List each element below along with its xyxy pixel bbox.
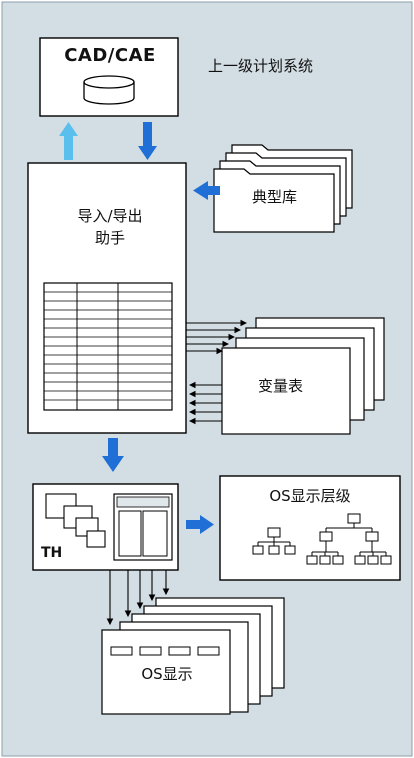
arrow-helper-to-th bbox=[102, 438, 124, 472]
cad-cae-box bbox=[39, 37, 179, 117]
library-label: 典型库 bbox=[252, 188, 298, 206]
os-levels-label: OS显示层级 bbox=[269, 487, 351, 505]
os-display-levels-box bbox=[219, 475, 401, 581]
database-icon bbox=[83, 75, 135, 105]
th-label: TH bbox=[41, 545, 63, 561]
import-export-helper-label: 导入/导出 助手 bbox=[40, 206, 180, 250]
arrow-up-to-cad bbox=[59, 122, 78, 160]
arrow-library-to-helper bbox=[193, 181, 220, 200]
os-display-stack bbox=[101, 597, 285, 715]
stacked-windows-icon bbox=[45, 493, 106, 548]
arrow-down-from-cad bbox=[138, 122, 157, 160]
th-box bbox=[32, 483, 179, 571]
small-hierarchy-icon bbox=[252, 527, 296, 555]
indicator-slots bbox=[110, 646, 220, 656]
import-export-helper-box bbox=[27, 162, 187, 434]
helper-label-line2: 助手 bbox=[94, 228, 125, 247]
upper-system-label: 上一级计划系统 bbox=[208, 57, 314, 75]
library-folder-stack bbox=[213, 144, 353, 233]
connectors-th-to-os-display bbox=[106, 570, 170, 626]
helper-label-line1: 导入/导出 bbox=[77, 207, 143, 225]
os-display-label: OS显示 bbox=[141, 665, 193, 683]
helper-grid-table bbox=[43, 282, 173, 411]
cad-cae-title: CAD/CAE bbox=[64, 45, 156, 66]
large-hierarchy-icon bbox=[306, 513, 392, 565]
arrow-th-to-os-levels bbox=[186, 515, 214, 534]
variable-table-label: 变量表 bbox=[258, 377, 304, 395]
connectors-helper-to-variable-table bbox=[186, 319, 248, 425]
split-panel-icon bbox=[113, 493, 173, 561]
variable-table-stack bbox=[221, 317, 385, 435]
